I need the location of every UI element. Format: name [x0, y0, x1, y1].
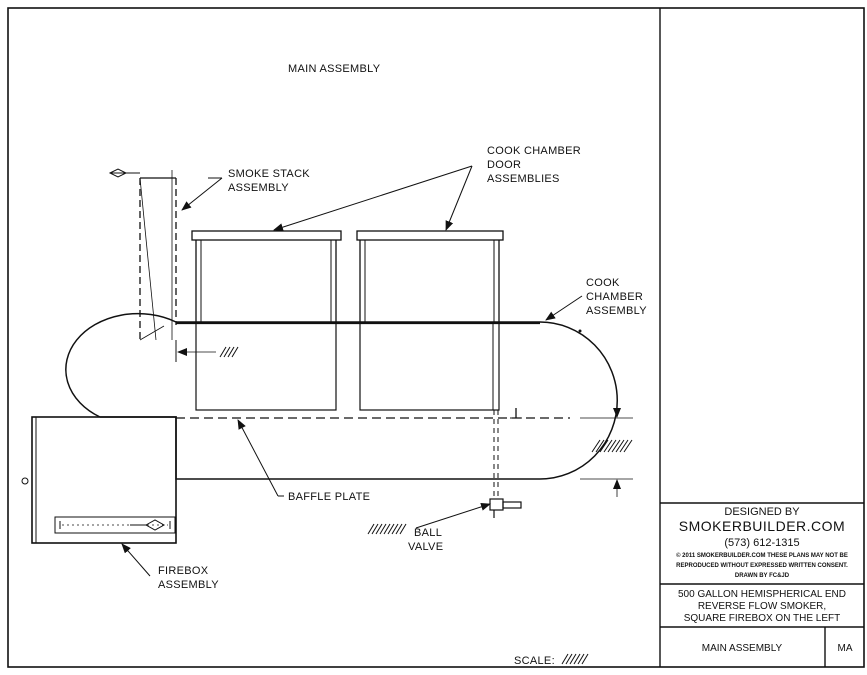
scale-hatch — [561, 653, 589, 665]
leader-cook-chamber — [545, 295, 583, 321]
leader-firebox — [121, 543, 151, 577]
copyright-line2: REPRODUCED WITHOUT EXPRESSED WRITTEN CON… — [676, 563, 848, 569]
door-opening-right — [359, 322, 500, 411]
leader-door-left — [273, 165, 473, 232]
description-line3: SQUARE FIREBOX ON THE LEFT — [684, 613, 841, 624]
sheet-border — [7, 7, 865, 668]
firebox — [21, 416, 177, 544]
smoke-stack — [108, 168, 177, 362]
leader-smoke-stack — [181, 177, 223, 211]
designed-by: DESIGNED BY — [724, 506, 800, 518]
drawing-title: MAIN ASSEMBLY — [288, 63, 381, 75]
company-name: SMOKERBUILDER.COM — [679, 518, 845, 534]
copyright-line1: © 2011 SMOKERBUILDER.COM THESE PLANS MAY… — [676, 552, 848, 559]
phone: (573) 612-1315 — [724, 537, 799, 549]
cook-chamber-door-right — [356, 230, 504, 322]
cook-chamber-tank — [65, 312, 619, 480]
sheet-code: MA — [838, 643, 853, 654]
description-line2: REVERSE FLOW SMOKER, — [698, 601, 826, 612]
leader-ball-valve — [415, 502, 491, 529]
description-line1: 500 GALLON HEMISPHERICAL END — [678, 589, 846, 600]
leader-door-right — [445, 165, 473, 231]
label-baffle-plate: BAFFLE PLATE — [288, 491, 370, 503]
label-ball-valve: BALL VALVE — [408, 527, 445, 553]
drawn-by: DRAWN BY FC&JD — [735, 573, 790, 579]
label-cook-chamber: COOK CHAMBER ASSEMBLY — [586, 277, 647, 317]
label-cook-chamber-doors: COOK CHAMBER DOOR ASSEMBLIES — [487, 145, 584, 185]
sheet-name: MAIN ASSEMBLY — [702, 643, 783, 654]
dimension-stack — [177, 346, 239, 358]
cook-chamber-door-left — [191, 230, 342, 322]
ball-valve-hatch — [367, 523, 407, 535]
ball-valve — [489, 410, 522, 518]
door-opening-left — [195, 322, 337, 411]
leader-baffle-plate — [237, 419, 279, 497]
scale-label: SCALE: — [514, 655, 555, 667]
dimension-baffle — [580, 400, 633, 497]
title-block: DESIGNED BY SMOKERBUILDER.COM (573) 612-… — [660, 502, 864, 667]
label-smoke-stack: SMOKE STACK ASSEMBLY — [228, 168, 313, 194]
label-firebox: FIREBOX ASSEMBLY — [158, 565, 219, 591]
